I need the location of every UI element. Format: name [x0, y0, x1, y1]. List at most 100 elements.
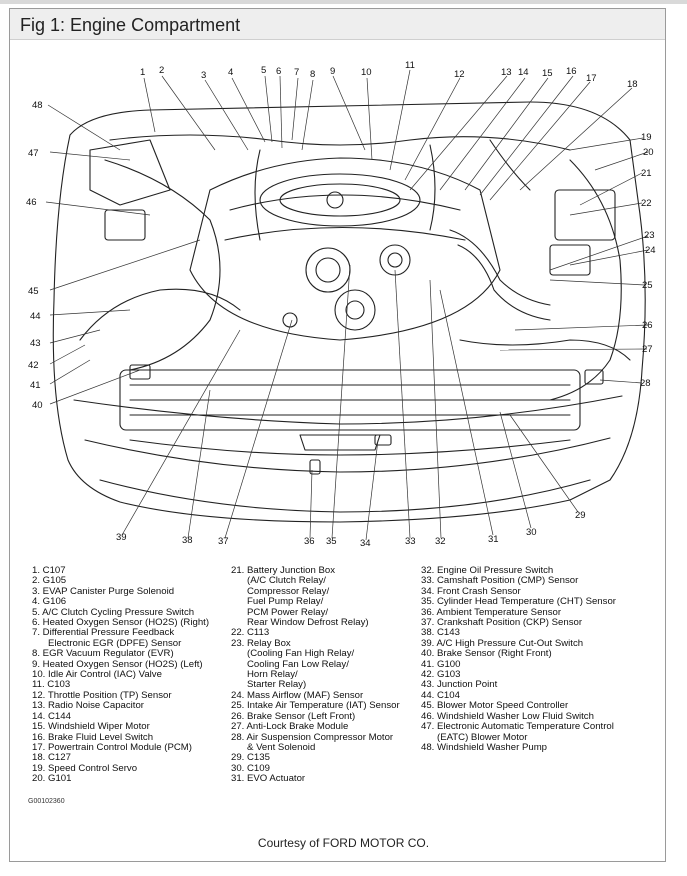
- callout-42: 42: [28, 360, 39, 371]
- legend-line: 3. EVAP Canister Purge Solenoid: [32, 585, 175, 597]
- legend-line: 28. Air Suspension Compressor Motor: [231, 731, 394, 743]
- callout-21: 21: [641, 168, 652, 179]
- legend-line: 13. Radio Noise Capacitor: [32, 700, 144, 712]
- body-outline: [52, 101, 646, 523]
- callout-39: 39: [116, 532, 127, 543]
- legend-line: 8. EGR Vacuum Regulator (EVR): [32, 648, 174, 660]
- callout-23: 23: [644, 230, 655, 241]
- callout-22: 22: [641, 198, 652, 209]
- alternator: [305, 247, 351, 293]
- legend-line: Electronic EGR (DPFE) Sensor: [48, 637, 182, 649]
- legend-line: 30. C109: [231, 762, 270, 774]
- callout-38: 38: [182, 535, 193, 546]
- courtesy-credit: Courtesy of FORD MOTOR CO.: [257, 836, 430, 850]
- callout-19: 19: [641, 132, 652, 143]
- callout-10: 10: [361, 67, 372, 78]
- callout-34: 34: [360, 538, 371, 549]
- callout-15: 15: [542, 68, 553, 79]
- radiator: [119, 369, 581, 431]
- legend-line: 15. Windshield Wiper Motor: [32, 721, 150, 733]
- title-bar: [10, 9, 665, 40]
- callout-20: 20: [643, 147, 654, 158]
- callout-46: 46: [26, 197, 37, 208]
- legend-line: (A/C Clutch Relay/: [247, 575, 326, 587]
- callout-43: 43: [30, 338, 41, 349]
- legend-line: 4. G106: [32, 596, 67, 608]
- legend-line: 39. A/C High Pressure Cut-Out Switch: [421, 637, 584, 649]
- legend-line: 45. Blower Motor Speed Controller: [421, 700, 569, 712]
- top-bar: [0, 0, 687, 4]
- legend-line: (Cooling Fan High Relay/: [247, 648, 355, 660]
- legend-line: 1. C107: [32, 565, 66, 576]
- legend-line: PCM Power Relay/: [247, 606, 329, 618]
- battery-junction-box: [554, 189, 616, 241]
- callout-36: 36: [304, 536, 315, 547]
- callout-41: 41: [30, 380, 41, 391]
- callout-37: 37: [218, 536, 229, 547]
- callout-25: 25: [642, 280, 653, 291]
- legend-line: Horn Relay/: [247, 669, 298, 681]
- callout-5: 5: [261, 65, 266, 76]
- legend-line: 29. C135: [231, 752, 270, 764]
- legend-line: 2. G105: [32, 575, 67, 587]
- callout-32: 32: [435, 536, 446, 547]
- intake-manifold: [259, 173, 421, 227]
- legend-line: 24. Mass Airflow (MAF) Sensor: [231, 689, 364, 701]
- callout-6: 6: [276, 66, 281, 77]
- callout-48: 48: [32, 100, 43, 111]
- callout-30: 30: [526, 527, 537, 538]
- air-intake-duct: [449, 229, 551, 306]
- legend-line: 22. C113: [231, 627, 270, 639]
- legend-line: 47. Electronic Automatic Temperature Con…: [421, 721, 614, 733]
- legend-line: 44. C104: [421, 689, 460, 701]
- callout-33: 33: [405, 536, 416, 547]
- callout-27: 27: [642, 344, 653, 355]
- front-bumper: [99, 479, 591, 513]
- legend-line: 43. Junction Point: [421, 679, 498, 691]
- legend-line: 46. Windshield Washer Low Fluid Switch: [421, 710, 594, 722]
- legend-line: 38. C143: [421, 627, 460, 639]
- legend-line: & Vent Solenoid: [247, 741, 316, 753]
- legend-line: Cooling Fan Low Relay/: [247, 658, 349, 670]
- legend-line: Fuel Pump Relay/: [247, 596, 324, 608]
- legend-line: 48. Windshield Washer Pump: [421, 741, 548, 753]
- callout-11: 11: [405, 60, 415, 71]
- legend-line: 9. Heated Oxygen Sensor (HO2S) (Left): [32, 658, 203, 670]
- callout-9: 9: [330, 66, 335, 77]
- callout-44: 44: [30, 311, 41, 322]
- callout-28: 28: [640, 378, 651, 389]
- legend-line: 16. Brake Fluid Level Switch: [32, 731, 154, 743]
- legend-line: Rear Window Defrost Relay): [247, 617, 369, 629]
- callout-31: 31: [488, 534, 499, 545]
- legend-line: 35. Cylinder Head Temperature (CHT) Sens…: [421, 596, 616, 608]
- legend-line: 31. EVO Actuator: [231, 773, 306, 785]
- figure-code: G00102360: [28, 798, 65, 805]
- callout-17: 17: [586, 73, 597, 84]
- figure-title: Fig 1: Engine Compartment: [20, 15, 241, 35]
- legend-line: Compressor Relay/: [247, 585, 330, 597]
- engine-block: [189, 157, 501, 341]
- callout-26: 26: [642, 320, 653, 331]
- callout-45: 45: [28, 286, 39, 297]
- callout-35: 35: [326, 536, 337, 547]
- legend-line: 26. Brake Sensor (Left Front): [231, 710, 356, 722]
- legend-line: 41. G100: [421, 658, 461, 670]
- washer-reservoir: [89, 139, 171, 206]
- callout-24: 24: [645, 245, 656, 256]
- legend-line: 5. A/C Clutch Cycling Pressure Switch: [32, 606, 195, 618]
- legend-line: 40. Brake Sensor (Right Front): [421, 648, 552, 660]
- legend-column-2: 21. Battery Junction Box(A/C Clutch Rela…: [231, 565, 400, 785]
- engine-compartment-diagram: 1 2 3 4 5 6 7 8 9 10 11 12 13 14 15 16 1…: [26, 60, 656, 549]
- callout-1: 1: [140, 67, 145, 78]
- legend-line: 11. C103: [32, 679, 71, 691]
- legend-line: (EATC) Blower Motor: [437, 731, 528, 743]
- legend-line: 27. Anti-Lock Brake Module: [231, 721, 349, 733]
- legend-line: 19. Speed Control Servo: [32, 762, 138, 774]
- callout-14: 14: [518, 67, 529, 78]
- legend-line: 17. Powertrain Control Module (PCM): [32, 741, 192, 753]
- legend-line: 37. Crankshaft Position (CKP) Sensor: [421, 617, 583, 629]
- callout-40: 40: [32, 400, 43, 411]
- legend-line: 34. Front Crash Sensor: [421, 585, 521, 597]
